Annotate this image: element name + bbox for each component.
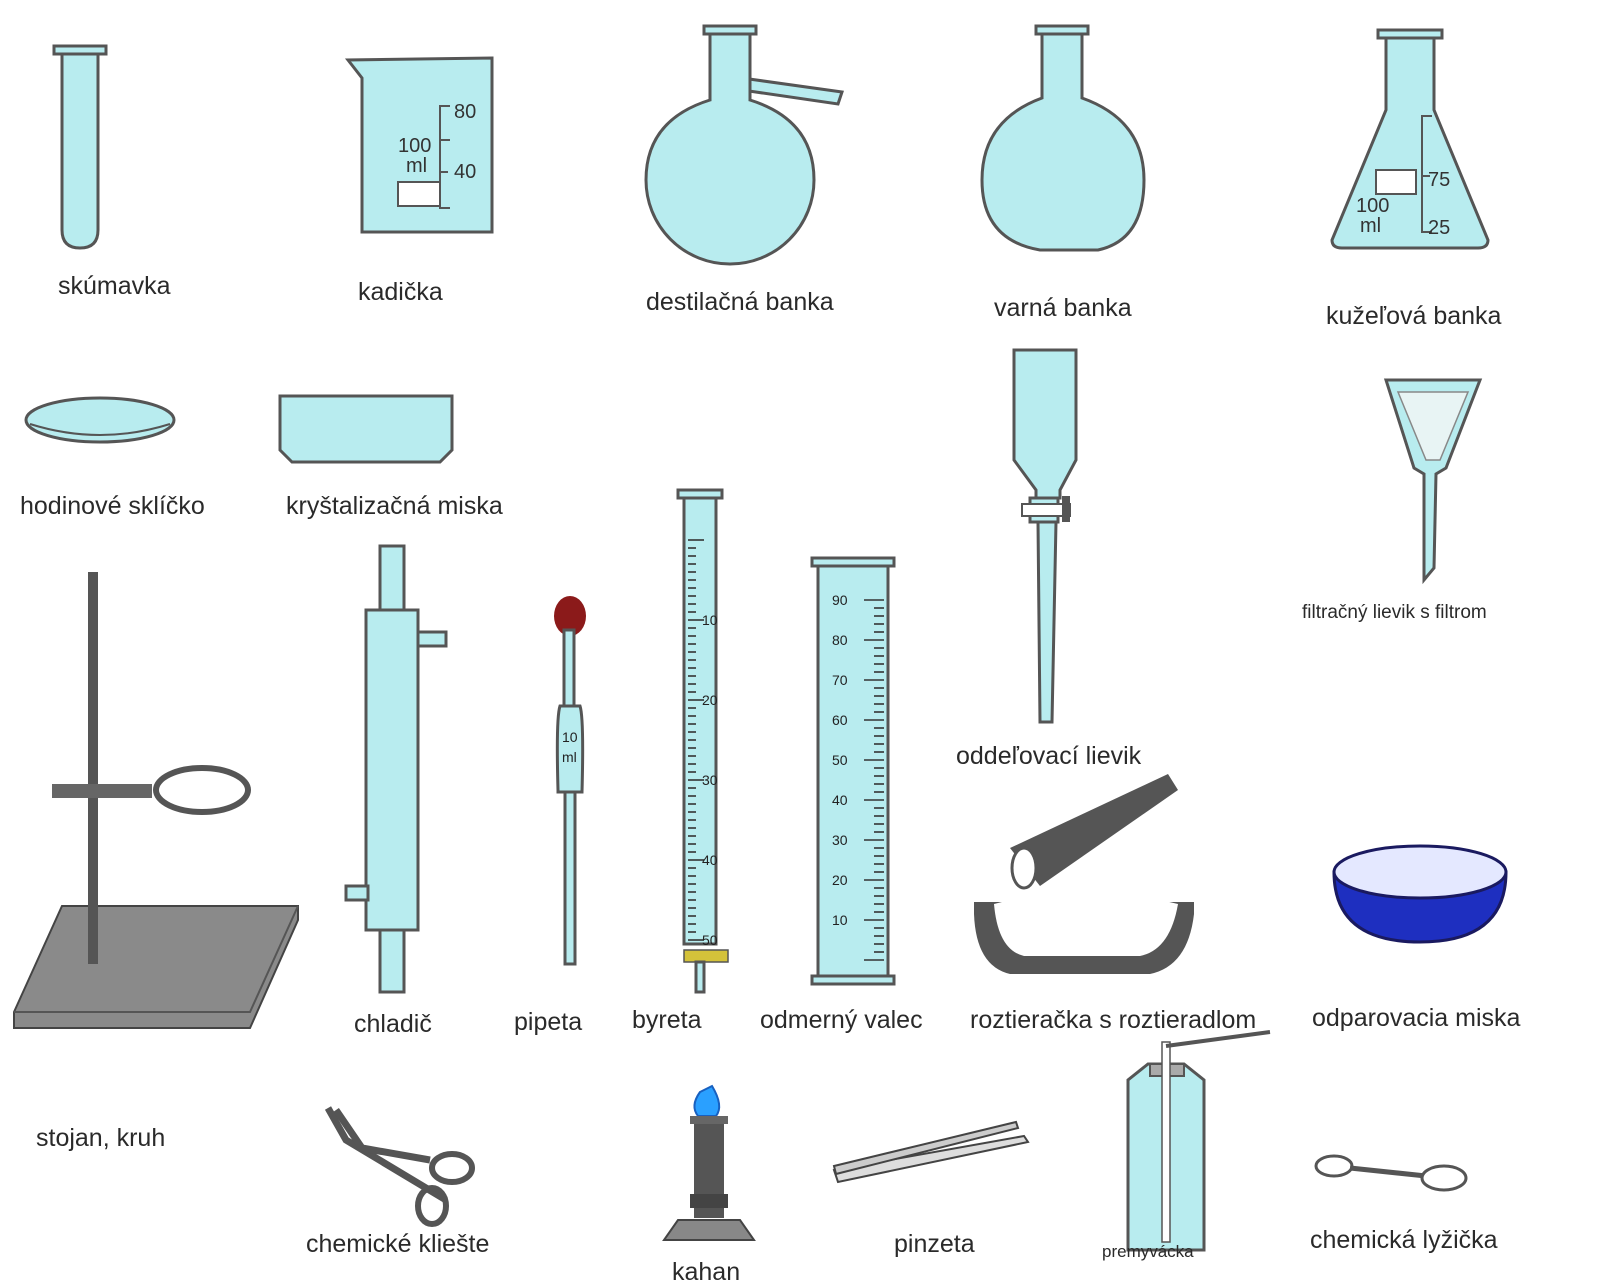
cylinder-mark-label: 40 <box>832 792 848 808</box>
label-pipette: pipeta <box>514 1008 583 1036</box>
beaker-volume: 100 <box>398 135 431 157</box>
crystallization-dish-drawing <box>278 394 454 464</box>
conical-volume: 100 <box>1356 195 1389 217</box>
tongs-drawing <box>324 1106 475 1227</box>
burette-mark-label: 40 <box>702 852 718 868</box>
label-evaporating-dish: odparovacia miska <box>1312 1004 1521 1032</box>
burette-stopcock <box>683 949 729 963</box>
burette-drawing: 10 20 30 40 50 <box>676 488 729 994</box>
distillation-flask-drawing <box>644 24 844 266</box>
conical-mark-25: 25 <box>1428 217 1450 239</box>
burette-mark-label: 10 <box>702 612 718 628</box>
label-distillation-flask: destilačná banka <box>646 288 834 316</box>
watch-glass-drawing <box>24 396 176 444</box>
pipette-volume: 10 <box>562 729 578 745</box>
cylinder-mark-label: 50 <box>832 752 848 768</box>
label-tongs: chemické kliešte <box>306 1230 490 1258</box>
label-filter-funnel: filtračný lievik s filtrom <box>1302 602 1487 623</box>
burner-drawing <box>662 1084 756 1241</box>
label-condenser: chladič <box>354 1010 432 1038</box>
label-spoon: chemická lyžička <box>1310 1226 1498 1254</box>
cylinder-mark-label: 90 <box>832 592 848 608</box>
boiling-flask-drawing <box>980 24 1146 252</box>
label-burner: kahan <box>672 1258 741 1286</box>
label-separating-funnel: oddeľovací lievik <box>956 742 1142 770</box>
label-wash-bottle: premyvácka <box>1102 1242 1194 1261</box>
burette-mark-label: 30 <box>702 772 718 788</box>
tweezers-drawing <box>832 1120 1030 1184</box>
label-mortar: roztieračka s roztieradlom <box>970 1006 1257 1034</box>
test-tube-drawing <box>52 44 108 250</box>
label-beaker: kadička <box>358 278 443 306</box>
label-test-tube: skúmavka <box>58 272 171 300</box>
conical-mark-75: 75 <box>1428 169 1450 191</box>
beaker-mark-40: 40 <box>454 161 476 183</box>
stand-drawing <box>13 572 299 1029</box>
burette-mark-label: 20 <box>702 692 718 708</box>
cylinder-mark-label: 30 <box>832 832 848 848</box>
pipette-bulb <box>554 596 586 636</box>
conical-flask-drawing: 100 ml 75 25 <box>1330 28 1490 250</box>
mortar-pestle-drawing <box>974 774 1194 974</box>
label-boiling-flask: varná banka <box>994 294 1132 322</box>
label-tweezers: pinzeta <box>894 1230 975 1258</box>
label-cylinder: odmerný valec <box>760 1006 923 1034</box>
condenser-drawing <box>344 544 448 994</box>
conical-unit: ml <box>1360 215 1381 237</box>
label-stand: stojan, kruh <box>36 1124 166 1152</box>
cylinder-mark-label: 20 <box>832 872 848 888</box>
label-burette: byreta <box>632 1006 702 1034</box>
cylinder-mark-label: 60 <box>832 712 848 728</box>
pipette-drawing: 10 ml <box>554 596 586 966</box>
cylinder-mark-label: 80 <box>832 632 848 648</box>
separating-funnel-drawing <box>1012 348 1078 724</box>
evaporating-dish-drawing <box>1332 844 1508 944</box>
filter-funnel-drawing <box>1383 378 1483 585</box>
spoon-drawing <box>1314 1154 1468 1192</box>
beaker-drawing: 100 ml 80 40 <box>344 56 494 234</box>
label-crystallization-dish: kryštalizačná miska <box>286 492 503 520</box>
beaker-mark-80: 80 <box>454 101 476 123</box>
cylinder-mark-label: 10 <box>832 912 848 928</box>
burette-mark-label: 50 <box>702 932 718 948</box>
wash-bottle-drawing <box>1126 1030 1271 1252</box>
beaker-unit: ml <box>406 155 427 177</box>
pipette-unit: ml <box>562 749 577 765</box>
measuring-cylinder-drawing: 90 80 70 60 50 40 30 20 10 <box>810 556 896 986</box>
label-watch-glass: hodinové sklíčko <box>20 492 205 520</box>
cylinder-mark-label: 70 <box>832 672 848 688</box>
label-conical-flask: kužeľová banka <box>1326 302 1502 330</box>
